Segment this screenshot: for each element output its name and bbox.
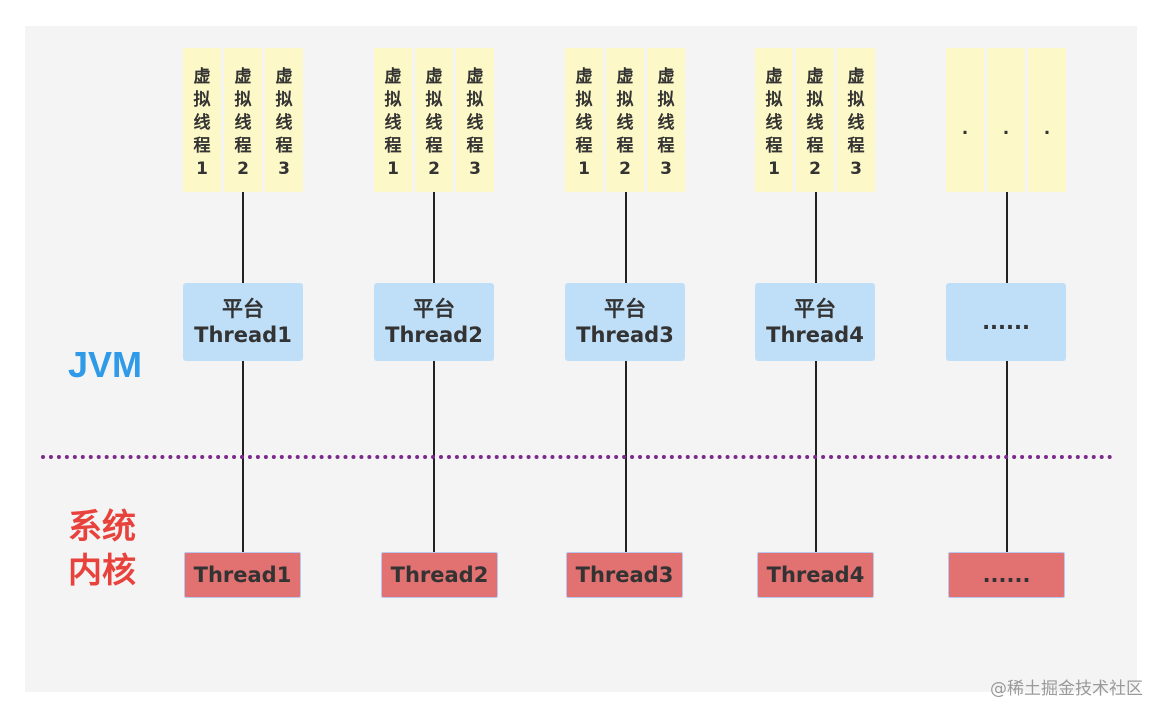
connector-line-col2 [433,192,435,552]
jvm-kernel-divider [41,455,1113,459]
kernel-thread-box: Thread3 [566,552,683,598]
platform-thread-box: 平台 Thread1 [183,283,303,361]
connector-line-col5 [1006,192,1008,552]
connector-line-col3 [625,192,627,552]
connector-line-col4 [815,192,817,552]
platform-thread-box: 平台 Thread4 [755,283,875,361]
platform-thread-box: 平台 Thread3 [565,283,685,361]
jvm-label: JVM [68,344,143,385]
virtual-thread-placeholder: . [946,48,984,192]
platform-thread-box: 平台 Thread2 [374,283,494,361]
virtual-thread-placeholder: . [987,48,1025,192]
kernel-thread-box: Thread1 [184,552,301,598]
kernel-label: 系统 内核 [68,507,136,591]
connector-line-col1 [242,192,244,552]
watermark: @稀土掘金技术社区 [990,679,1143,699]
kernel-thread-placeholder: ...... [948,552,1065,598]
kernel-thread-box: Thread2 [381,552,498,598]
platform-thread-placeholder: ...... [946,283,1066,361]
virtual-thread-placeholder: . [1028,48,1066,192]
kernel-thread-box: Thread4 [757,552,874,598]
